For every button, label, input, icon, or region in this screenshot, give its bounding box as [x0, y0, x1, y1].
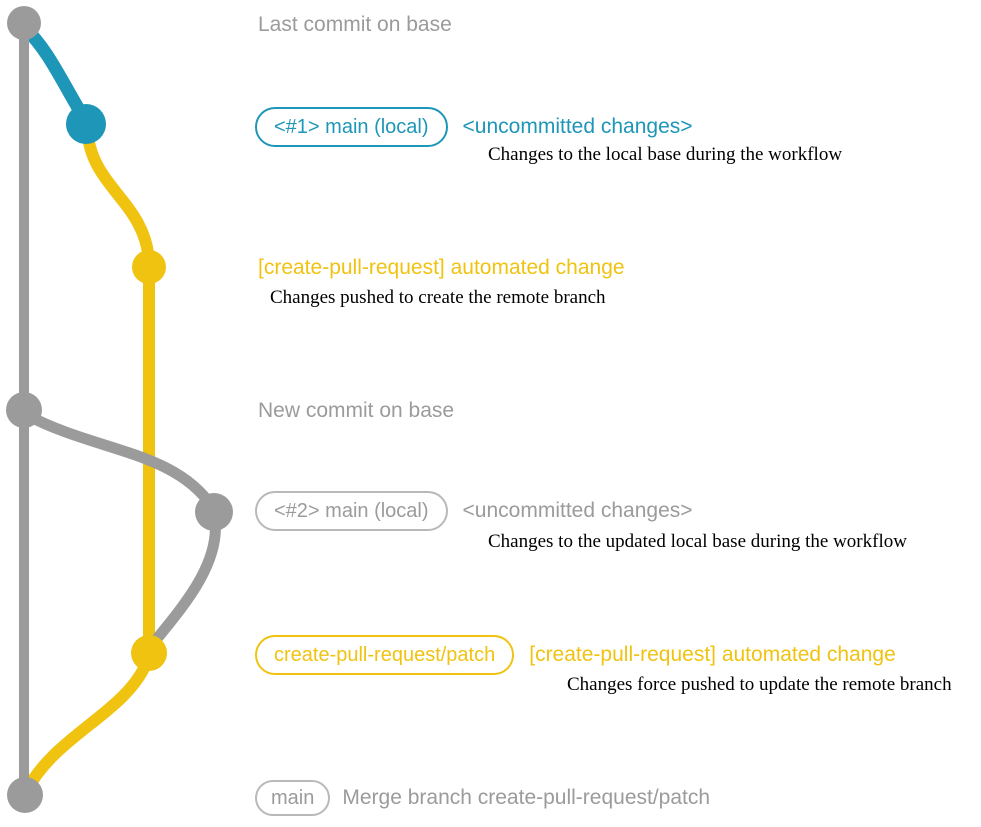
commit-dot-merge — [7, 777, 43, 813]
commit-dot-uncommitted-1 — [66, 104, 106, 144]
patch-branch-curve-top — [82, 130, 155, 268]
commit-dot-automated-2 — [131, 635, 167, 671]
uncommitted-changes-title-1: <uncommitted changes> — [462, 115, 693, 138]
branch-badge-patch: create-pull-request/patch — [255, 635, 515, 675]
new-commit-on-base-label: New commit on base — [258, 399, 455, 422]
automated-change-2-row: create-pull-request/patch [create-pull-r… — [255, 635, 896, 675]
uncommitted-2-note: Changes to the updated local base during… — [488, 531, 907, 552]
last-commit-on-base-label: Last commit on base — [258, 13, 452, 36]
automated-change-title-1: [create-pull-request] automated change — [258, 256, 625, 279]
branch-badge-main-local-1: <#1> main (local) — [255, 107, 448, 147]
automated-change-1-note: Changes pushed to create the remote bran… — [270, 287, 606, 308]
merge-row: main Merge branch create-pull-request/pa… — [255, 780, 710, 816]
uncommitted-changes-title-2: <uncommitted changes> — [462, 499, 693, 522]
main-local-branch-curve-2 — [19, 408, 219, 514]
uncommitted-2-row: <#2> main (local) <uncommitted changes> — [255, 491, 693, 531]
main-local-rebase-curve — [145, 508, 221, 652]
merge-commit-title: Merge branch create-pull-request/patch — [342, 786, 711, 809]
git-graph — [6, 6, 233, 813]
branch-badge-main-local-2: <#2> main (local) — [255, 491, 448, 531]
commit-dot-automated-1 — [132, 250, 166, 284]
automated-change-title-2: [create-pull-request] automated change — [529, 643, 896, 666]
uncommitted-1-note: Changes to the local base during the wor… — [488, 144, 843, 165]
commit-dot-last-base — [7, 6, 41, 40]
branch-badge-main: main — [255, 780, 331, 816]
patch-branch-merge-curve — [20, 658, 152, 798]
commit-dot-new-base — [6, 392, 42, 428]
automated-change-2-note: Changes force pushed to update the remot… — [567, 674, 952, 695]
uncommitted-1-row: <#1> main (local) <uncommitted changes> — [255, 107, 693, 147]
main-local-branch-curve-1 — [18, 21, 91, 125]
commit-dot-uncommitted-2 — [195, 493, 233, 531]
